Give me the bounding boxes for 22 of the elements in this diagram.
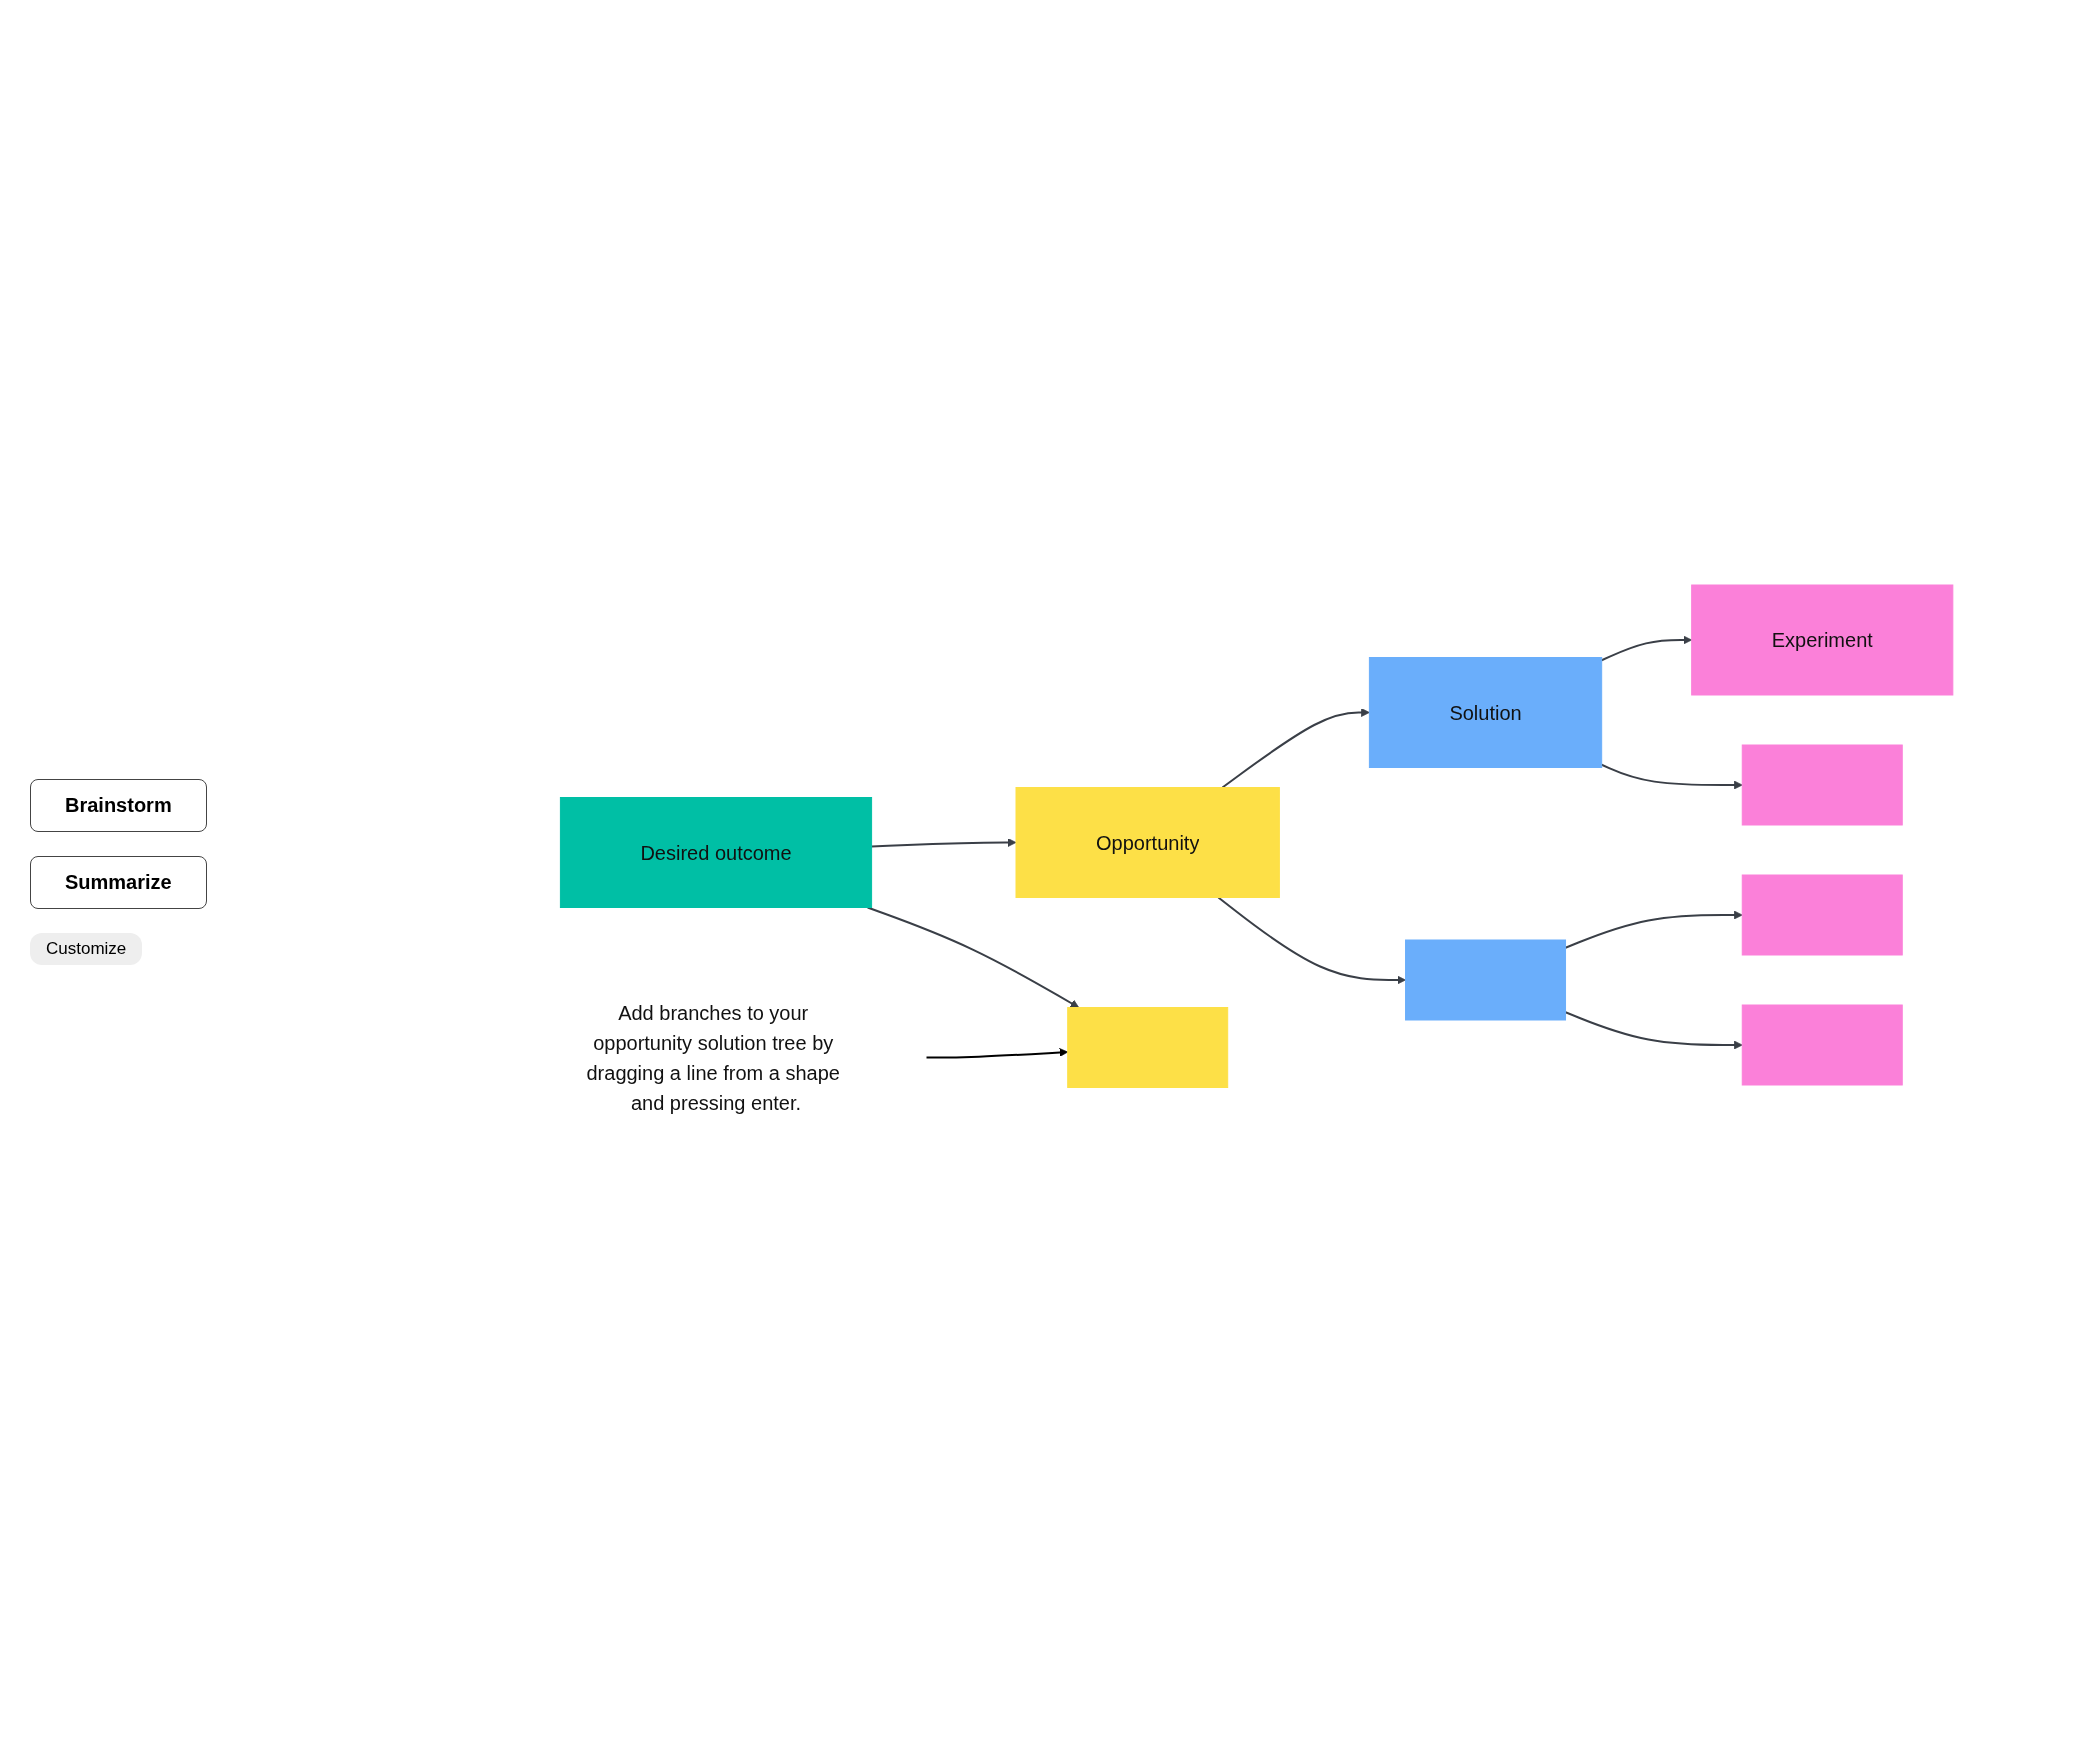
arrow xyxy=(924,1048,1068,1059)
arrow xyxy=(1564,910,1743,949)
arrow xyxy=(1564,1011,1743,1050)
node-box xyxy=(1741,874,1903,956)
node-box xyxy=(1741,1004,1903,1086)
node-box: Experiment xyxy=(1690,584,1953,696)
arrow xyxy=(1600,764,1743,790)
action-button: Summarize xyxy=(30,855,207,909)
node-text: Add branches to your opportunity solution tree by dragging a line from a shape and pressing enter. xyxy=(586,1001,840,1114)
arrow xyxy=(866,906,1079,1009)
node-box xyxy=(1404,939,1566,1021)
node-box: Opportunity xyxy=(1015,787,1280,899)
arrow xyxy=(870,838,1016,848)
node-box xyxy=(1741,744,1903,826)
node-box xyxy=(1066,1007,1228,1089)
node-box: Solution xyxy=(1368,657,1602,769)
settings-chip: Customize xyxy=(30,932,143,965)
arrow xyxy=(1221,708,1370,789)
node-box: Desired outcome xyxy=(559,797,872,909)
arrow xyxy=(1600,635,1692,662)
arrow xyxy=(1216,896,1406,985)
action-button: Brainstorm xyxy=(30,778,207,832)
